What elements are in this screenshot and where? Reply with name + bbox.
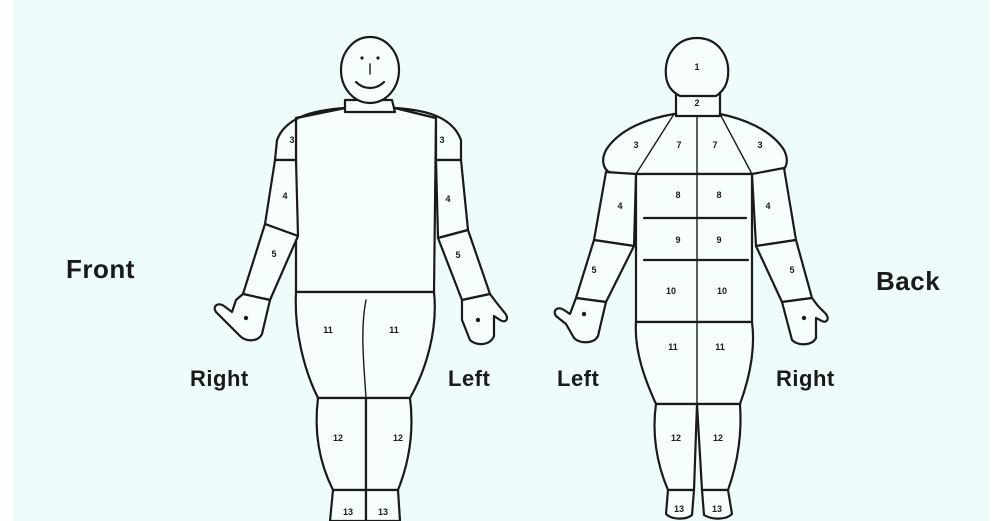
front-eye-left [376,56,379,59]
region-10-back-left: 10 [666,286,676,296]
region-10-back-right: 10 [717,286,727,296]
region-5-back-left: 5 [591,265,596,275]
region-5-back-right: 5 [789,265,794,275]
front-right-lower-leg [317,398,366,490]
region-4-front-left: 4 [445,194,450,204]
back-thighs [636,322,753,404]
back-left-hand [555,298,606,342]
back-left-upper-arm [594,172,636,246]
region-2-back: 2 [694,98,699,108]
region-4-back-right: 4 [765,201,770,211]
back-figure: 1 2 3 3 7 7 4 4 8 8 9 9 5 5 10 10 11 11 … [555,38,828,519]
front-left-upper-arm [436,160,468,238]
region-7-back-right: 7 [712,140,717,150]
region-12-back-right: 12 [713,433,723,443]
region-12-back-left: 12 [671,433,681,443]
region-5-front-left: 5 [455,250,460,260]
region-8-back-left: 8 [675,190,680,200]
back-right-hand [782,298,828,344]
back-torso [636,174,752,322]
region-11-back-left: 11 [668,342,678,352]
front-torso [296,108,436,292]
region-7-back-left: 7 [676,140,681,150]
region-9-back-right: 9 [716,235,721,245]
region-11-front-left: 11 [389,325,399,335]
front-figure: 3 3 4 4 5 5 11 11 12 12 13 13 [215,37,507,521]
region-1-back: 1 [694,62,699,72]
region-13-back-left: 13 [674,504,684,514]
region-3-front-left: 3 [439,135,444,145]
front-left-forearm [438,230,490,300]
region-13-front-right: 13 [343,507,353,517]
back-left-palm-dot [582,312,586,316]
back-left-lower-leg [655,404,698,490]
region-9-back-left: 9 [675,235,680,245]
region-8-back-right: 8 [716,190,721,200]
region-11-front-right: 11 [323,325,333,335]
region-4-front-right: 4 [282,191,287,201]
region-3-back-left: 3 [633,140,638,150]
region-11-back-right: 11 [715,342,725,352]
region-3-front-right: 3 [289,135,294,145]
front-right-palm-dot [244,316,248,320]
region-4-back-left: 4 [617,201,622,211]
region-12-front-right: 12 [333,433,343,443]
front-left-palm-dot [476,318,480,322]
region-13-front-left: 13 [378,507,388,517]
front-right-hand [215,294,270,340]
region-12-front-left: 12 [393,433,403,443]
front-eye-right [360,56,363,59]
front-left-hand [462,294,507,344]
back-right-upper-arm [752,168,796,246]
back-right-forearm [756,240,812,302]
back-left-forearm [576,240,634,302]
front-right-forearm [243,224,298,300]
region-3-back-right: 3 [757,140,762,150]
back-right-lower-leg [697,404,741,490]
back-right-palm-dot [802,316,806,320]
region-5-front-right: 5 [271,249,276,259]
region-13-back-right: 13 [712,504,722,514]
front-left-lower-leg [366,398,412,490]
